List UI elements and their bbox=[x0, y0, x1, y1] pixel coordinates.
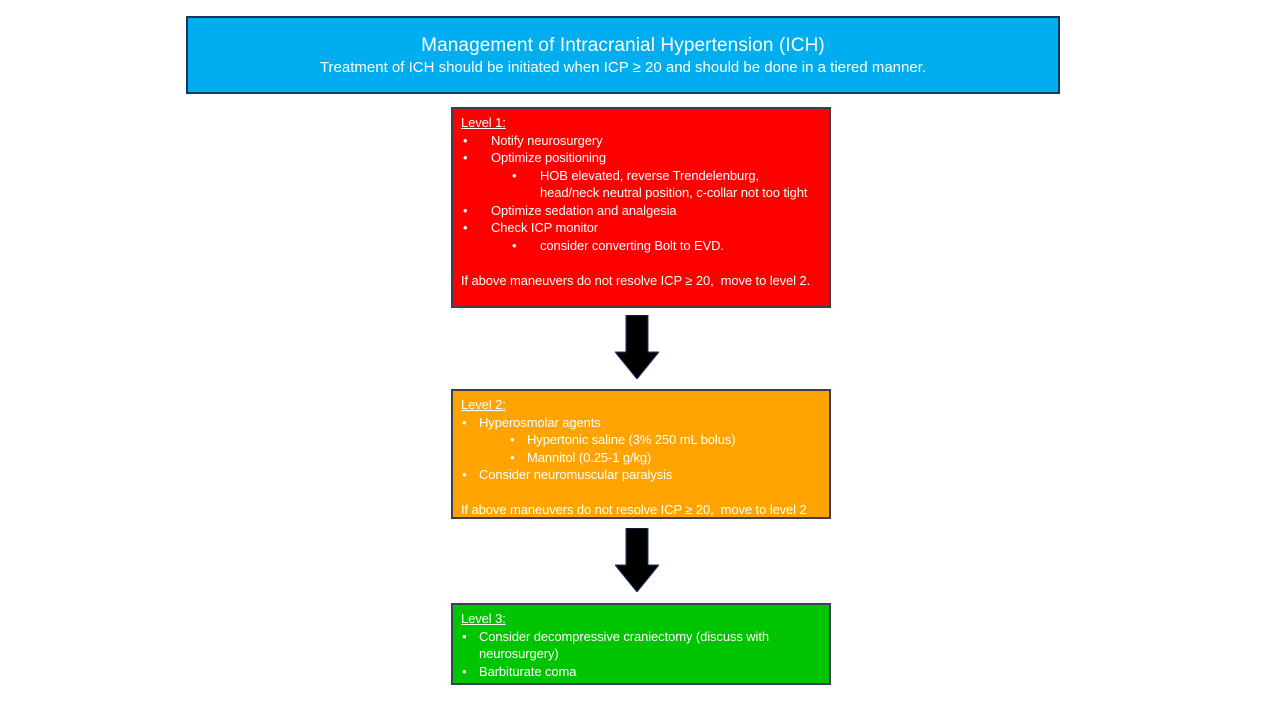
level-2-items: • Hyperosmolar agents • Hypertonic saline (… bbox=[461, 414, 821, 484]
bullet-text: HOB elevated, reverse Trendelenburg, hea… bbox=[540, 167, 808, 201]
level-3-items: • Consider decompressive craniectomy (dis… bbox=[461, 628, 821, 681]
bullet-item: • HOB elevated, reverse Trendelenburg, he… bbox=[461, 167, 821, 202]
header-box: Management of Intracranial Hypertension … bbox=[186, 16, 1060, 94]
bullet-text: Hypertonic saline (3% 250 mL bolus) bbox=[527, 432, 736, 447]
level-2-label: Level 2: bbox=[461, 397, 506, 412]
bullet-glyph: • bbox=[462, 467, 467, 482]
bullet-item: • Barbiturate coma bbox=[461, 663, 821, 681]
bullet-glyph: • bbox=[512, 167, 517, 183]
bullet-text: Check ICP monitor bbox=[491, 220, 599, 235]
down-arrow-icon bbox=[615, 315, 659, 379]
page-title: Management of Intracranial Hypertension … bbox=[421, 34, 825, 56]
bullet-glyph: • bbox=[462, 663, 467, 679]
bullet-item: • Check ICP monitor bbox=[461, 219, 821, 237]
bullet-text: Barbiturate coma bbox=[479, 663, 577, 679]
bullet-glyph: • bbox=[463, 150, 468, 165]
page-subtitle: Treatment of ICH should be initiated whe… bbox=[319, 58, 927, 76]
bullet-text: Hyperosmolar agents bbox=[479, 414, 601, 430]
bullet-text: Consider decompressive craniectomy (disc… bbox=[479, 628, 769, 662]
bullet-glyph: • bbox=[512, 237, 517, 253]
bullet-text: Optimize positioning bbox=[491, 150, 607, 165]
bullet-glyph: • bbox=[463, 220, 468, 235]
bullet-glyph: • bbox=[510, 432, 515, 447]
level-2-box: Level 2: • Hyperosmolar agents • Hypertonic… bbox=[451, 389, 831, 519]
level-3-box: Level 3: • Consider decompressive craniec… bbox=[451, 603, 831, 685]
down-arrow-icon bbox=[615, 528, 659, 592]
bullet-glyph: • bbox=[463, 202, 468, 218]
bullet-text: Mannitol (0.25-1 g/kg) bbox=[527, 449, 652, 465]
bullet-text: Consider neuromuscular paralysis bbox=[479, 467, 673, 482]
bullet-glyph: • bbox=[462, 628, 467, 644]
level-3-label: Level 3: bbox=[461, 611, 506, 626]
bullet-text: Optimize sedation and analgesia bbox=[491, 202, 677, 218]
bullet-glyph: • bbox=[462, 414, 467, 430]
bullet-item: • Mannitol (0.25-1 g/kg) bbox=[461, 449, 821, 467]
down-arrow-shape bbox=[615, 528, 659, 592]
bullet-item: • Hyperosmolar agents bbox=[461, 414, 821, 432]
bullet-item: • Optimize positioning bbox=[461, 149, 821, 167]
bullet-item: • Optimize sedation and analgesia bbox=[461, 202, 821, 220]
level-1-items: • Notify neurosurgery • Optimize positionin… bbox=[461, 132, 821, 255]
level-1-label: Level 1: bbox=[461, 115, 506, 130]
bullet-item: • Consider neuromuscular paralysis bbox=[461, 466, 821, 484]
level-1-box: Level 1: • Notify neurosurgery • Optimize p… bbox=[451, 107, 831, 308]
bullet-glyph: • bbox=[510, 449, 515, 465]
bullet-text: consider converting Bolt to EVD. bbox=[540, 237, 724, 253]
bullet-glyph: • bbox=[463, 132, 468, 148]
bullet-item: • consider converting Bolt to EVD. bbox=[461, 237, 821, 255]
bullet-item: • Notify neurosurgery bbox=[461, 132, 821, 150]
level-2-footer: If above maneuvers do not resolve ICP ≥ … bbox=[461, 502, 807, 517]
bullet-item: • Consider decompressive craniectomy (dis… bbox=[461, 628, 821, 663]
bullet-item: • Hypertonic saline (3% 250 mL bolus) bbox=[461, 431, 821, 449]
level-1-footer: If above maneuvers do not resolve ICP ≥ … bbox=[461, 272, 811, 288]
down-arrow-shape bbox=[615, 315, 659, 379]
bullet-text: Notify neurosurgery bbox=[491, 132, 603, 148]
